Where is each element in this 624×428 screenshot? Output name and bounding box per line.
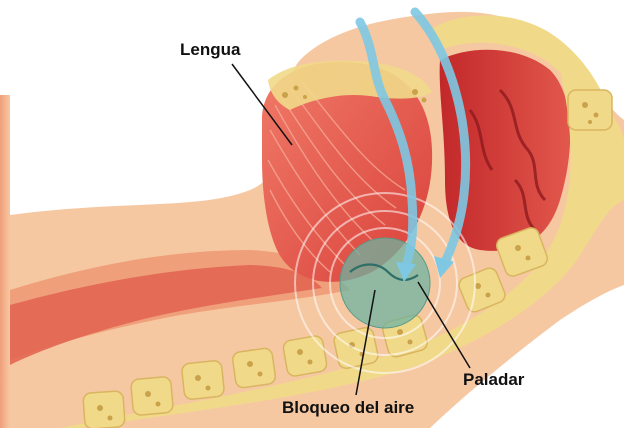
label-airway-block: Bloqueo del aire	[282, 398, 414, 418]
label-tongue: Lengua	[180, 40, 240, 60]
label-palate: Paladar	[463, 370, 524, 390]
left-edge-strip	[0, 95, 10, 428]
airway-obstruction-zone	[340, 238, 430, 328]
